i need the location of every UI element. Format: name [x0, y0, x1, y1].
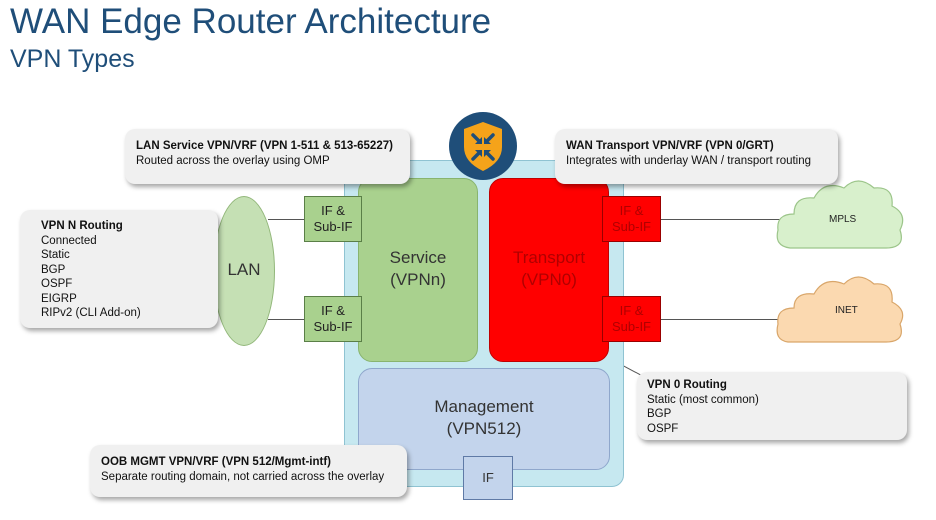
- transport-interface-bottom: IF & Sub-IF: [602, 296, 661, 342]
- service-block-title: Service: [389, 248, 447, 267]
- interface-label: Sub-IF: [313, 319, 353, 334]
- interface-label: IF: [482, 470, 494, 485]
- lan-service-callout: LAN Service VPN/VRF (VPN 1-511 & 513-652…: [125, 129, 410, 184]
- lan-ellipse: LAN: [213, 196, 275, 346]
- interface-label: IF &: [321, 203, 345, 218]
- routing-protocol-item: OSPF: [41, 278, 73, 290]
- service-interface-top: IF & Sub-IF: [304, 196, 362, 242]
- inet-label: INET: [835, 305, 858, 316]
- connector-lan-service-top: [268, 219, 304, 220]
- connector-transport-inet: [661, 319, 781, 320]
- service-block-subtitle: (VPNn): [390, 270, 446, 289]
- router-shield-icon: [449, 112, 517, 180]
- routing-protocol-item: Static (most common): [647, 393, 759, 406]
- service-vpn-block: Service (VPNn): [358, 178, 478, 362]
- routing-protocol-item: OSPF: [647, 422, 679, 435]
- interface-label: Sub-IF: [611, 219, 651, 234]
- callout-heading: LAN Service VPN/VRF (VPN 1-511 & 513-652…: [136, 140, 393, 152]
- transport-vpn-block: Transport (VPN0): [489, 178, 609, 362]
- page-title: WAN Edge Router Architecture: [10, 2, 492, 41]
- callout-heading: OOB MGMT VPN/VRF (VPN 512/Mgmt-intf): [101, 456, 331, 468]
- interface-label: Sub-IF: [611, 319, 651, 334]
- routing-protocol-item: RIPv2 (CLI Add-on): [41, 307, 141, 319]
- inet-cloud-icon: [776, 276, 904, 343]
- routing-protocol-item: BGP: [41, 263, 66, 276]
- management-block-subtitle: (VPN512): [446, 419, 522, 438]
- mpls-label: MPLS: [829, 214, 857, 225]
- oob-mgmt-callout: OOB MGMT VPN/VRF (VPN 512/Mgmt-intf) Sep…: [90, 445, 407, 497]
- mpls-cloud-icon: [776, 180, 904, 249]
- interface-label: IF &: [619, 203, 644, 218]
- vpn0-routing-callout: VPN 0 Routing Static (most common) BGP O…: [637, 372, 907, 440]
- callout-line: Integrates with underlay WAN / transport…: [566, 154, 812, 167]
- routing-protocol-item: BGP: [647, 408, 672, 420]
- callout-line: Routed across the overlay using OMP: [136, 154, 330, 167]
- interface-label: IF &: [321, 303, 345, 318]
- service-interface-bottom: IF & Sub-IF: [304, 296, 362, 342]
- callout-heading: VPN 0 Routing: [647, 379, 727, 391]
- management-block-title: Management: [434, 397, 534, 416]
- routing-protocol-item: Connected: [41, 234, 97, 247]
- interface-label: Sub-IF: [313, 219, 353, 234]
- transport-block-title: Transport: [512, 248, 586, 267]
- page-subtitle: VPN Types: [10, 45, 135, 73]
- wan-transport-callout: WAN Transport VPN/VRF (VPN 0/GRT) Integr…: [555, 129, 838, 184]
- management-interface: IF: [463, 456, 513, 500]
- routing-protocol-item: Static: [41, 249, 70, 261]
- callout-line: Separate routing domain, not carried acr…: [101, 470, 385, 483]
- connector-transport-mpls: [661, 219, 787, 220]
- transport-interface-top: IF & Sub-IF: [602, 196, 661, 242]
- transport-block-subtitle: (VPN0): [521, 270, 577, 289]
- callout-heading: WAN Transport VPN/VRF (VPN 0/GRT): [566, 140, 774, 152]
- callout-heading: VPN N Routing: [41, 220, 123, 232]
- interface-label: IF &: [619, 303, 644, 318]
- lan-label: LAN: [227, 260, 261, 279]
- vpn-n-routing-callout: VPN N Routing Connected Static BGP OSPF …: [20, 210, 218, 328]
- routing-protocol-item: EIGRP: [41, 292, 77, 305]
- connector-lan-service-bottom: [268, 319, 304, 320]
